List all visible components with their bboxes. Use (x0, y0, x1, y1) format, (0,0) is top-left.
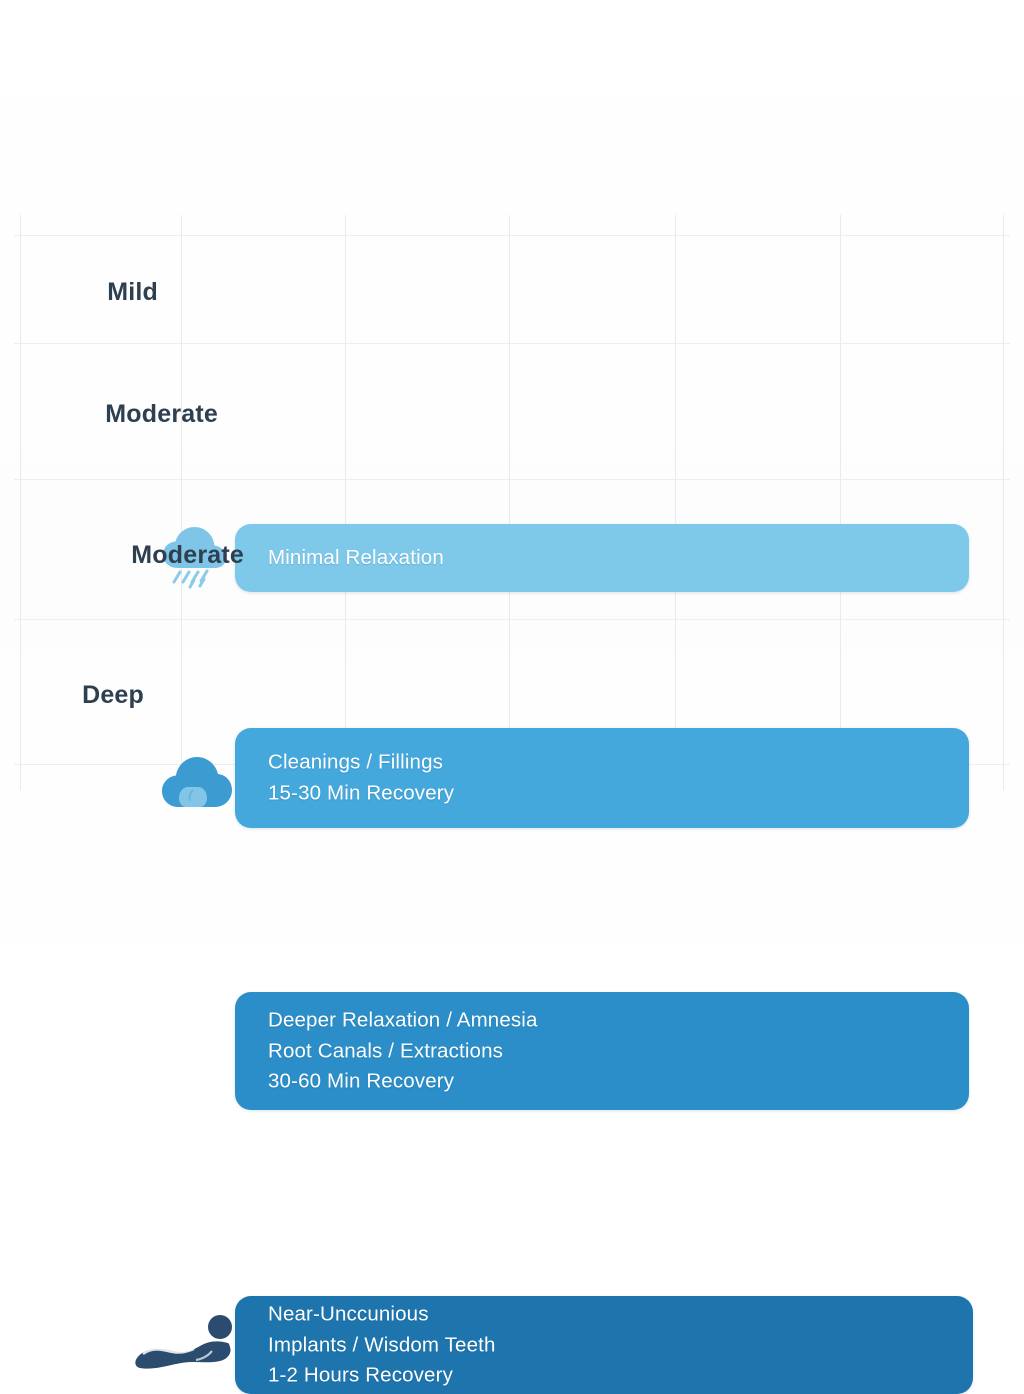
reclining-person-icon (132, 1313, 236, 1382)
bar-moderate-2[interactable]: Deeper Relaxation / Amnesia Root Canals … (235, 992, 969, 1110)
row-label-moderate-2: Moderate (131, 541, 244, 569)
chart-row-moderate-2[interactable]: Moderate Deeper Relaxation / Amnesia Roo… (0, 496, 1024, 1110)
bar-text-mild: Minimal Relaxation (268, 545, 444, 569)
bar-text-moderate-2: Deeper Relaxation / Amnesia Root Canals … (268, 1008, 538, 1093)
chart-row-mild[interactable]: Mild Minimal Relaxation (0, 262, 1024, 592)
bar-mild[interactable]: Minimal Relaxation (235, 524, 969, 592)
bar-text-moderate-1: Cleanings / Fillings 15-30 Min Recovery (268, 750, 455, 805)
cloud-icon (160, 745, 234, 816)
bar-text-deep: Near-Unccunious Implants / Wisdom Teeth … (268, 1302, 496, 1387)
background (0, 0, 1024, 1024)
chart-row-deep[interactable]: Deep Near-Unccunious Implants / Wisdom T… (0, 648, 1024, 1394)
bar-moderate-1[interactable]: Cleanings / Fillings 15-30 Min Recovery (235, 728, 969, 828)
chart-row-moderate-1[interactable]: Moderate Cleanings / Fillings 15-30 Min … (0, 364, 1024, 828)
row-label-deep: Deep (82, 681, 144, 709)
rain-cloud-icon (158, 524, 230, 595)
row-label-moderate-1: Moderate (105, 400, 218, 428)
row-label-mild: Mild (107, 278, 158, 306)
bar-deep[interactable]: Near-Unccunious Implants / Wisdom Teeth … (235, 1296, 973, 1394)
